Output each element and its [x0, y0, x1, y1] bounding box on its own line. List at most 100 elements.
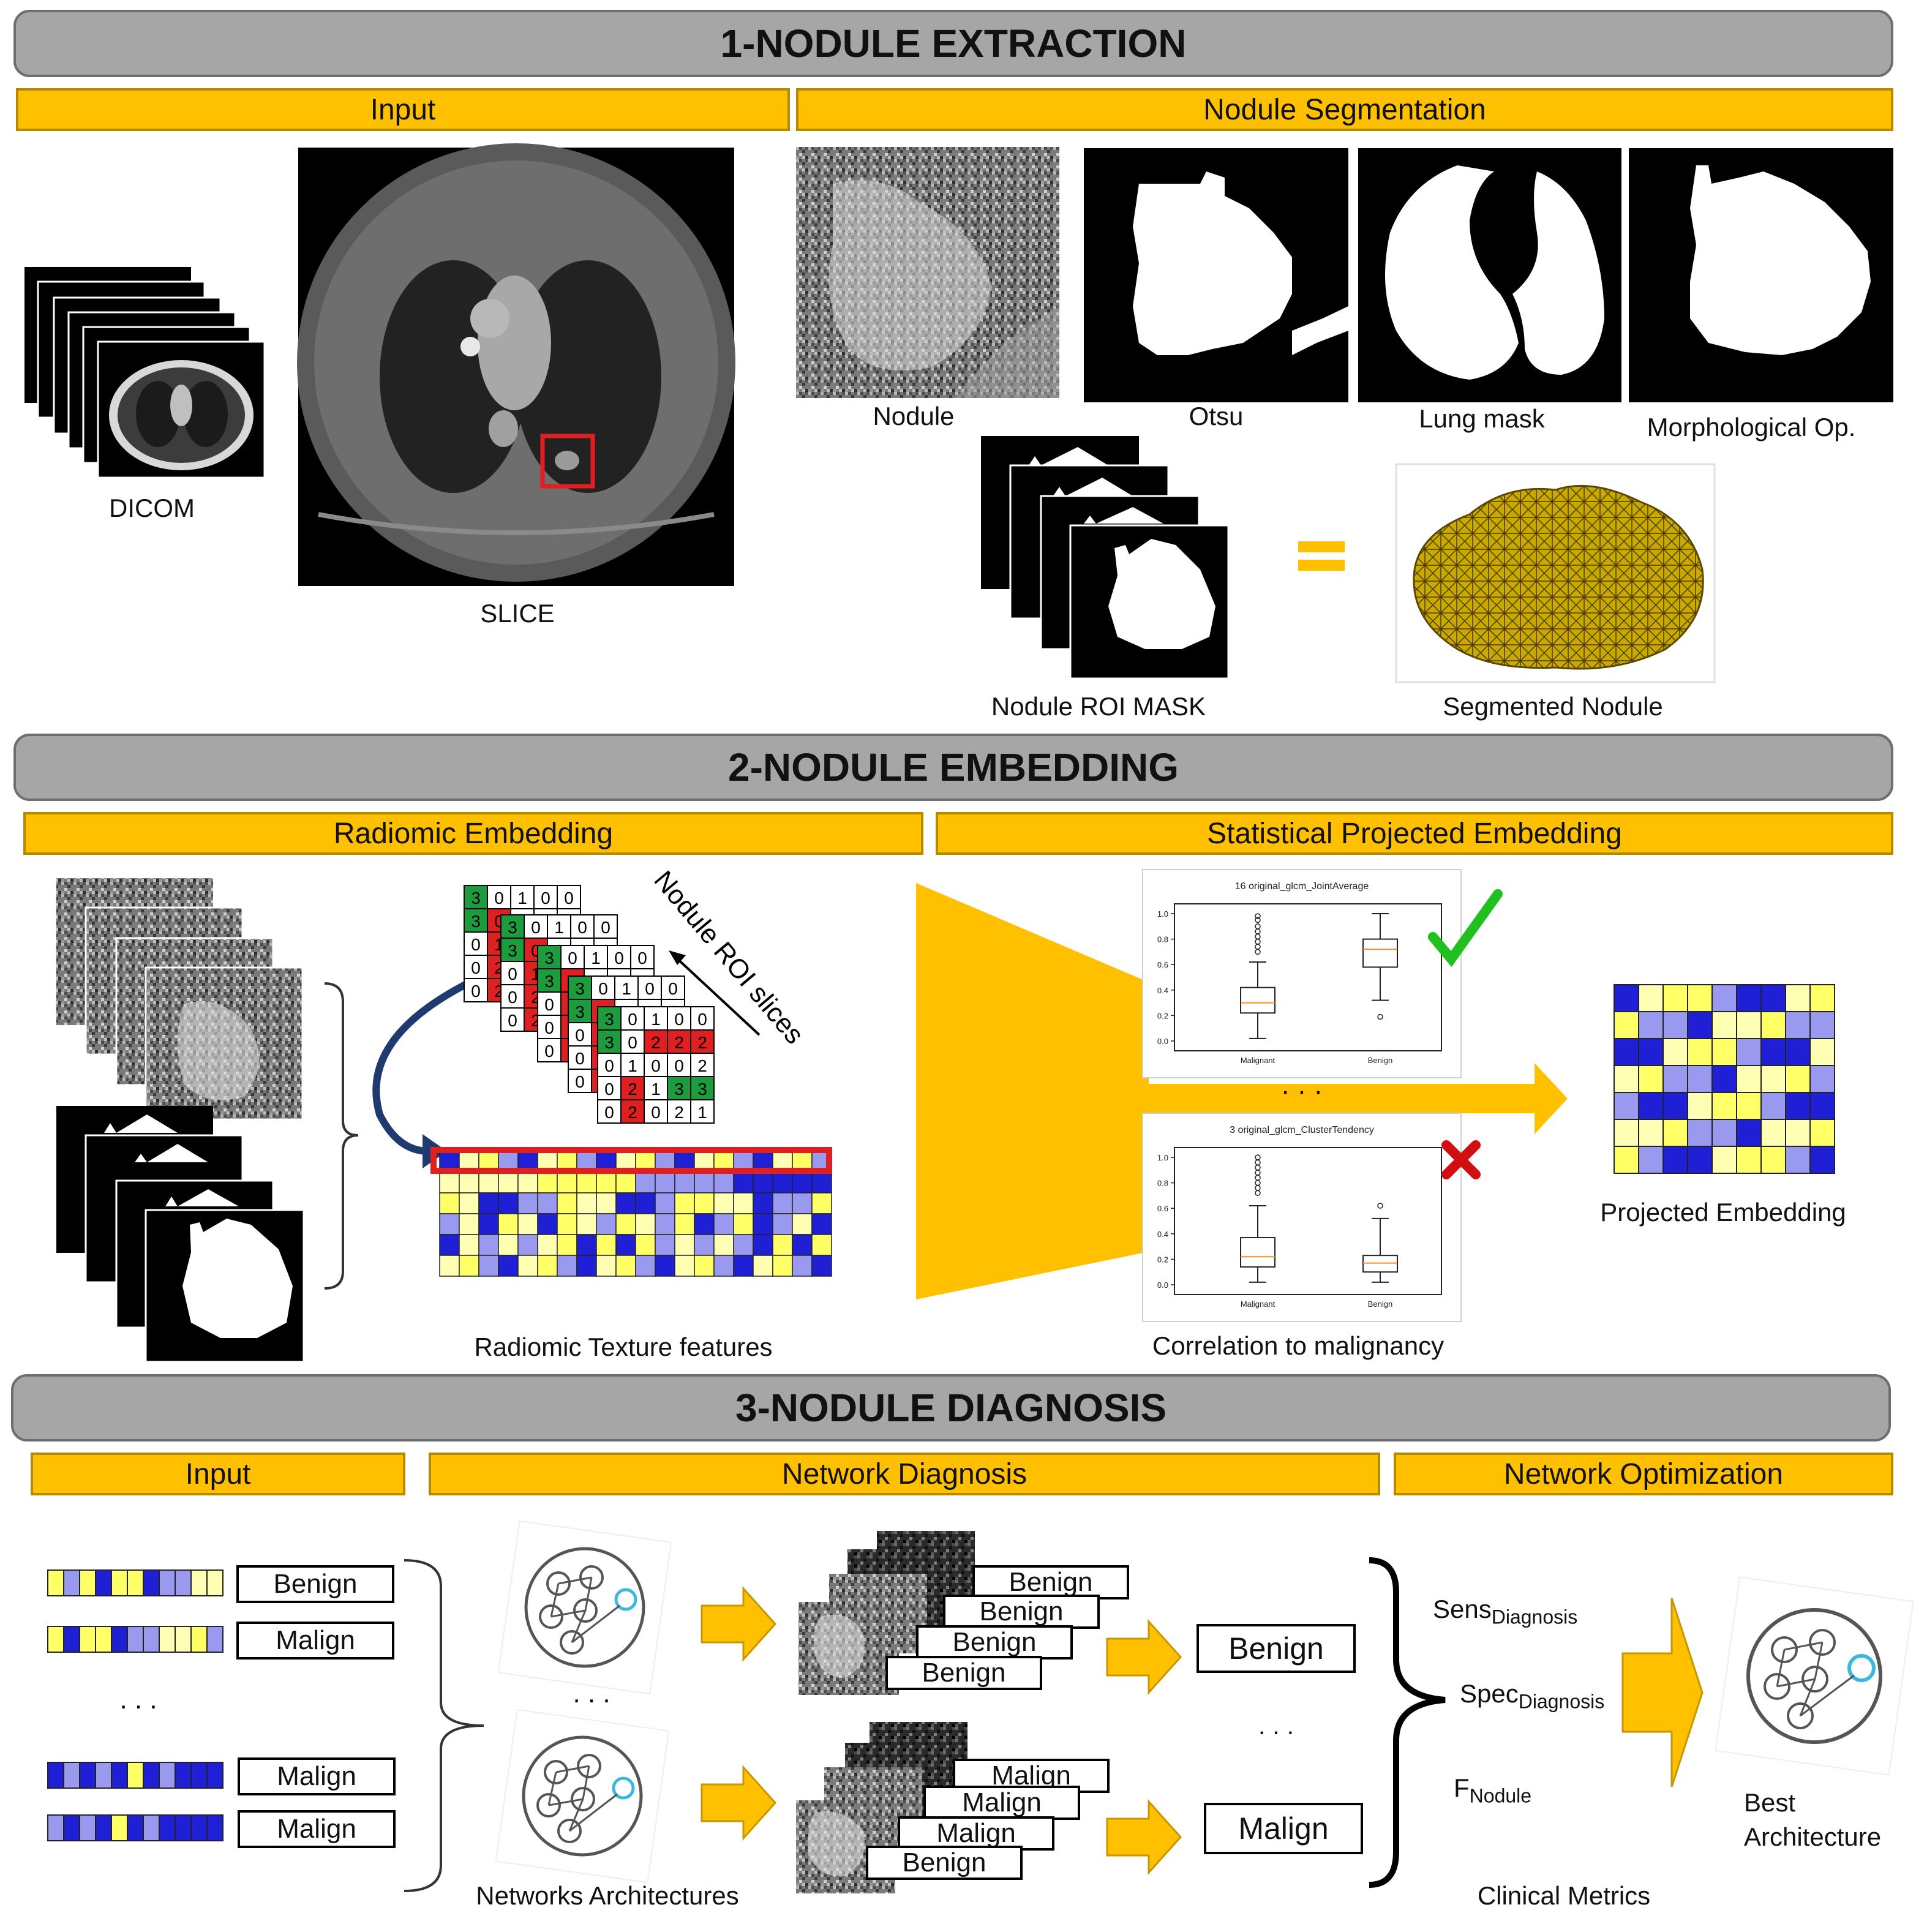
otsu-mask [1084, 148, 1348, 402]
feature-cell [439, 1213, 460, 1235]
stack-bottom-label-4: Benign [866, 1846, 1023, 1880]
caption-roi-mask: Nodule ROI MASK [991, 692, 1206, 721]
input-vector-cell [79, 1626, 96, 1653]
matrix-cell-value: 0 [628, 1033, 637, 1052]
matrix-cell-value: 2 [628, 1080, 637, 1099]
feature-cell [733, 1213, 754, 1235]
matrix-cell [607, 945, 631, 969]
input-vector-cell [175, 1762, 192, 1789]
projected-cell [1785, 984, 1811, 1012]
matrix-cell-value: 3 [508, 941, 517, 960]
caption-best: Best [1744, 1788, 1796, 1817]
feature-cell [439, 1255, 460, 1277]
matrix-cell [690, 1029, 715, 1054]
feature-cell [733, 1192, 754, 1214]
caption-lung-mask: Lung mask [1419, 404, 1545, 433]
matrix-cell [644, 1053, 668, 1077]
stack-bottom-label-2: Malign [923, 1786, 1080, 1820]
caption-networks-architectures: Networks Architectures [476, 1881, 739, 1910]
feature-cell [753, 1255, 773, 1277]
matrix-cell-value: 0 [494, 889, 504, 908]
input-vector-cell [175, 1626, 192, 1653]
boxplot-xtick: Malignant [1241, 1056, 1275, 1065]
caption-projected-embedding: Projected Embedding [1600, 1198, 1846, 1227]
input-vector-cell [206, 1814, 224, 1841]
matrix-cell-value: 0 [508, 1011, 517, 1030]
feature-cell [459, 1213, 479, 1235]
feature-cell [811, 1255, 832, 1277]
projected-cell [1614, 1065, 1639, 1093]
matrix-cell [591, 975, 615, 1000]
matrix-cell-value: 3 [697, 1080, 707, 1099]
feature-cell [674, 1234, 695, 1256]
matrix-cell [630, 945, 655, 969]
feature-cell [753, 1192, 773, 1214]
metric-sensitivity-main: Sens [1433, 1595, 1492, 1623]
caption-radiomic-texture: Radiomic Texture features [474, 1332, 773, 1361]
input-vector-cell [63, 1626, 80, 1653]
projected-cell [1638, 1011, 1664, 1039]
metric-specificity-sub: Diagnosis [1518, 1690, 1605, 1713]
caption-segmented-nodule: Segmented Nodule [1443, 692, 1663, 721]
input-label-malign-1: Malign [236, 1622, 394, 1659]
caption-architecture: Architecture [1744, 1822, 1882, 1851]
matrix-cell [690, 1006, 715, 1031]
projected-cell [1809, 1065, 1835, 1093]
input-vector-cell [47, 1814, 64, 1841]
matrix-cell-value: 0 [577, 918, 587, 937]
matrix-cell [597, 1099, 622, 1124]
matrix-cell [644, 1099, 668, 1124]
projected-cell [1662, 1092, 1688, 1120]
input-vector-cell [190, 1762, 208, 1789]
matrix-cell-value: 0 [668, 979, 678, 998]
matrix-cell-value: 3 [604, 1010, 614, 1029]
input-vector-cell [111, 1626, 128, 1653]
input-vector-cell [175, 1569, 192, 1596]
input-vector-cell [175, 1814, 192, 1841]
output-label-benign: Benign [1197, 1624, 1356, 1673]
glcm-matrix-stack: 3010030222010020213302021301003022201002… [464, 885, 715, 1124]
matrix-cell-value: 1 [622, 979, 631, 998]
feature-cell [576, 1171, 597, 1193]
matrix-cell-value: 3 [544, 949, 554, 968]
projected-cell [1736, 1065, 1762, 1093]
network-icon-bottom [495, 1708, 670, 1884]
input-vector-cell [127, 1814, 144, 1841]
input-vector-cell [206, 1569, 224, 1596]
input-vector-cell [159, 1569, 176, 1596]
metrics-brace [1369, 1557, 1446, 1888]
roi-slices-arrow [672, 954, 761, 1036]
projected-cell [1809, 984, 1835, 1012]
mask-slice-stack [56, 1106, 305, 1363]
embedding-bracket [324, 982, 359, 1290]
matrix-cell [537, 991, 562, 1016]
matrix-cell [667, 1099, 691, 1124]
matrix-cell-value: 0 [651, 1103, 661, 1122]
feature-cell [655, 1255, 675, 1277]
feature-cell [792, 1192, 813, 1214]
input-label-malign-2: Malign [238, 1757, 396, 1795]
projected-cell [1760, 1146, 1786, 1174]
matrix-cell-value: 0 [508, 964, 517, 983]
matrix-cell-value: 0 [508, 988, 517, 1007]
image-stack-top [798, 1531, 975, 1695]
boxplot-ytick: 0.0 [1157, 1037, 1168, 1046]
feature-cell [615, 1192, 636, 1214]
matrix-cell [690, 1099, 715, 1124]
subheader-input-1: Input [16, 88, 790, 131]
projection-arrow-shaft [1139, 1084, 1537, 1113]
boxplot-title: 16 original_glcm_JointAverage [1235, 881, 1369, 892]
projected-cell [1760, 1038, 1786, 1066]
input-vector-cell [143, 1569, 160, 1596]
subheader-network-optimization: Network Optimization [1394, 1453, 1893, 1495]
projected-cell [1687, 1011, 1713, 1039]
output-ellipsis: . . . [1258, 1711, 1294, 1740]
boxplot-xtick: Benign [1368, 1056, 1392, 1065]
feature-cell [557, 1192, 577, 1214]
metric-specificity-main: Spec [1460, 1679, 1519, 1708]
feature-cell [615, 1171, 636, 1193]
feature-cell [517, 1255, 538, 1277]
matrix-cell-value: 0 [575, 1049, 585, 1068]
matrix-cell [500, 938, 525, 962]
block-arrows [701, 1586, 1182, 1875]
